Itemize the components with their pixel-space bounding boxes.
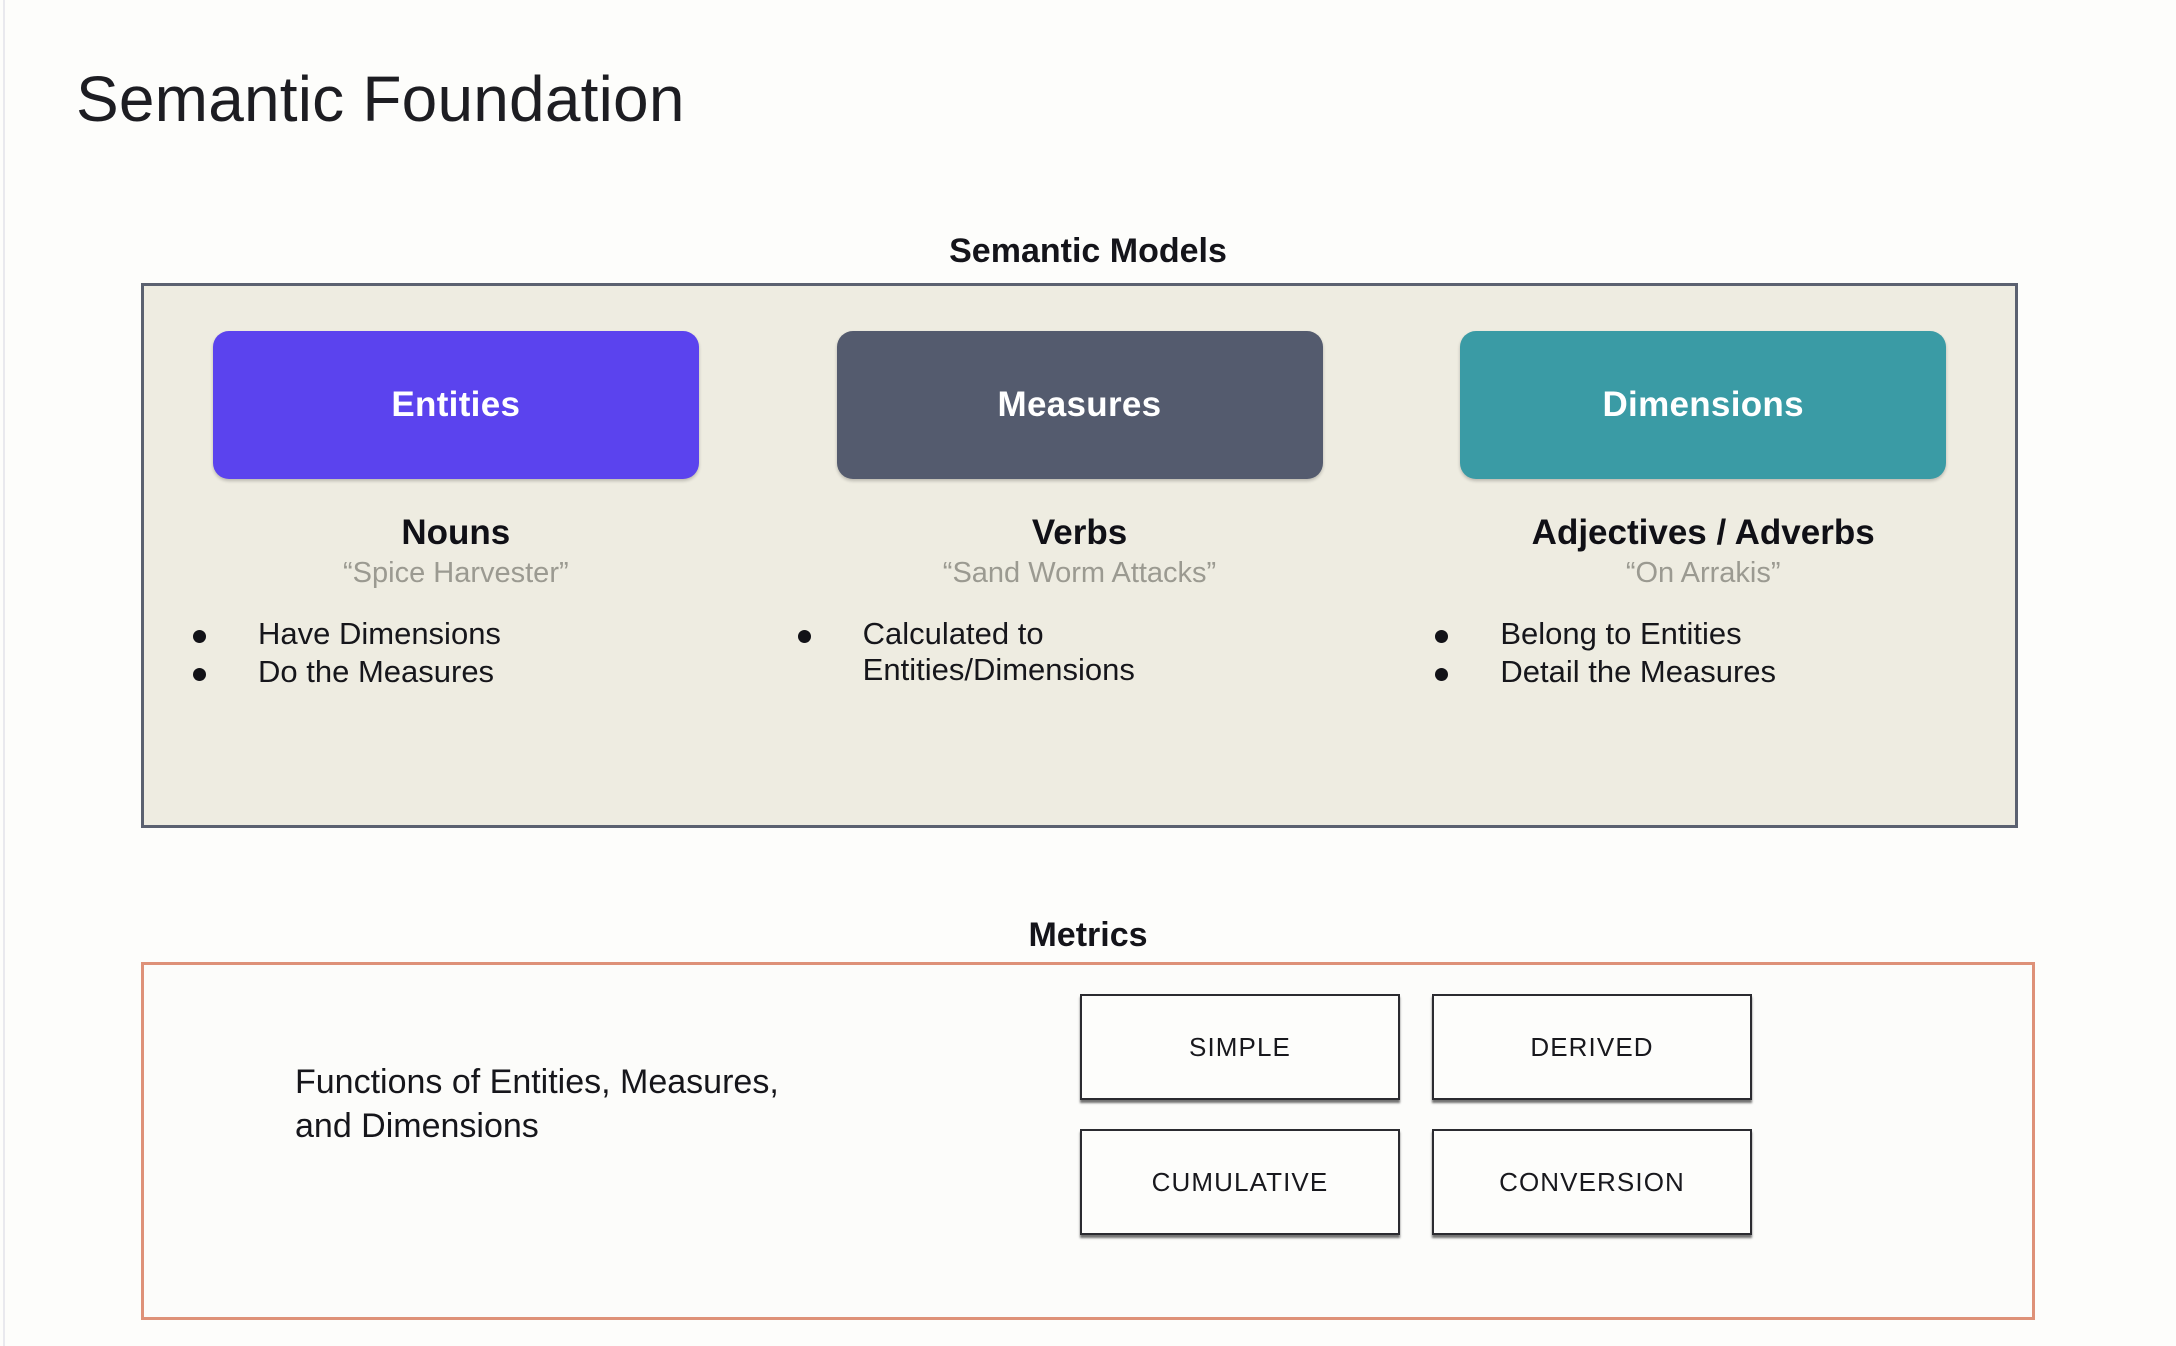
bullet-dot-icon: [797, 629, 811, 643]
list-item: Have Dimensions: [193, 616, 501, 653]
bullet-list-measures: Calculated to Entities/Dimensions: [738, 616, 1422, 691]
example-on-arrakis: “On Arrakis”: [1625, 556, 1781, 589]
metrics-panel: Functions of Entities, Measures, and Dim…: [141, 962, 2035, 1320]
example-sand-worm-attacks: “Sand Worm Attacks”: [942, 556, 1217, 589]
pill-measures[interactable]: Measures: [836, 331, 1323, 479]
metric-type-cumulative[interactable]: CUMULATIVE: [1080, 1129, 1400, 1235]
bullet-dot-icon: [1435, 668, 1449, 682]
bullet-label: Have Dimensions: [258, 615, 501, 651]
metric-type-derived[interactable]: DERIVED: [1432, 994, 1752, 1100]
bullet-list-entities: Have Dimensions Do the Measures: [95, 616, 817, 693]
semantic-models-panel: Entities Nouns “Spice Harvester” Have Di…: [141, 283, 2018, 828]
list-item: Do the Measures: [193, 654, 494, 691]
pill-dimensions[interactable]: Dimensions: [1460, 331, 1947, 479]
pos-title-nouns: Nouns: [401, 513, 511, 552]
example-spice-harvester: “Spice Harvester”: [343, 556, 569, 589]
semantic-models-grid: Entities Nouns “Spice Harvester” Have Di…: [144, 286, 2015, 825]
model-column-entities: Entities Nouns “Spice Harvester” Have Di…: [144, 286, 768, 825]
bullet-label: Calculated to Entities/Dimensions: [862, 615, 1135, 688]
bullet-label: Detail the Measures: [1500, 654, 1777, 690]
bullet-dot-icon: [1435, 629, 1449, 643]
metric-types-grid: SIMPLE DERIVED CUMULATIVE CONVERSION: [1080, 994, 1752, 1235]
bullet-dot-icon: [193, 668, 206, 682]
metric-type-conversion[interactable]: CONVERSION: [1432, 1129, 1752, 1235]
list-item: Belong to Entities: [1435, 615, 1742, 653]
list-item: Calculated to Entities/Dimensions: [797, 615, 1135, 689]
bullet-label: Belong to Entities: [1500, 615, 1742, 651]
pos-title-adjectives-adverbs: Adjectives / Adverbs: [1531, 513, 1875, 552]
pill-entities[interactable]: Entities: [212, 331, 699, 479]
metric-type-simple[interactable]: SIMPLE: [1080, 994, 1400, 1100]
list-item: Detail the Measures: [1435, 654, 1776, 691]
left-edge-rule: [3, 0, 5, 1346]
model-column-dimensions: Dimensions Adjectives / Adverbs “On Arra…: [1391, 286, 2015, 825]
metrics-description: Functions of Entities, Measures, and Dim…: [295, 1063, 779, 1146]
page-title: Semantic Foundation: [76, 63, 685, 135]
bullet-label: Do the Measures: [258, 654, 495, 690]
pos-title-verbs: Verbs: [1031, 513, 1128, 552]
model-column-measures: Measures Verbs “Sand Worm Attacks” Calcu…: [768, 286, 1392, 825]
bullet-dot-icon: [193, 629, 206, 643]
semantic-models-caption: Semantic Models: [949, 232, 1227, 270]
metrics-caption: Metrics: [1028, 916, 1148, 954]
bullet-list-dimensions: Belong to Entities Detail the Measures: [1347, 616, 2059, 693]
